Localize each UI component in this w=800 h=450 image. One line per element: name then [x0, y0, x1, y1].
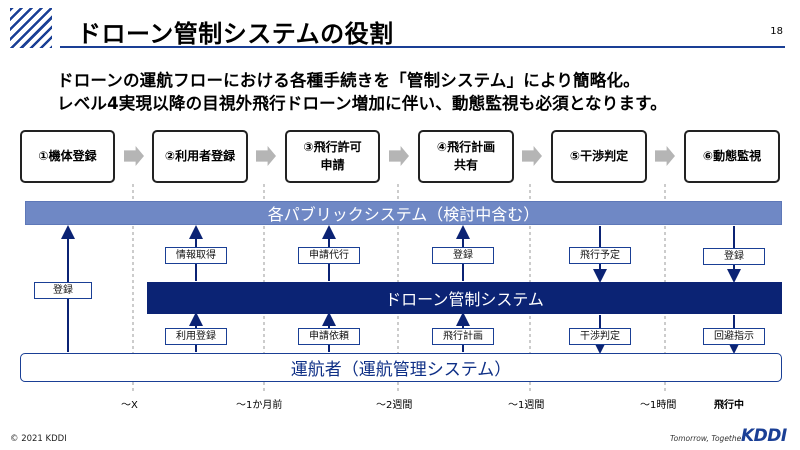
timeline-label: ～1時間 [640, 400, 677, 411]
timeline-label: ～1週間 [508, 400, 545, 411]
chevron-right-icon [256, 146, 276, 166]
label-avoidance-instruction: 回避指示 [703, 328, 765, 345]
subtitle-line-2: レベル4実現以降の目視外飛行ドローン増加に伴い、動態監視も必須となります。 [57, 94, 667, 113]
timeline-label: ～1か月前 [236, 400, 283, 411]
label-usage-registration: 利用登録 [165, 328, 227, 345]
drone-control-system-band: ドローン管制システム [147, 282, 782, 314]
timeline-label: ～X [121, 400, 138, 411]
chevron-right-icon [389, 146, 409, 166]
label-register-col4: 登録 [432, 247, 494, 264]
kddi-logo: KDDI [741, 426, 787, 446]
copyright: © 2021 KDDI [10, 434, 67, 444]
page-title: ドローン管制システムの役割 [77, 20, 394, 48]
step-user-registration: ②利用者登録 [152, 130, 248, 183]
label-interference-judgment: 干渉判定 [569, 328, 631, 345]
chevron-right-icon [124, 146, 144, 166]
header-decoration [10, 8, 52, 48]
page-number: 18 [770, 26, 783, 37]
chevron-right-icon [522, 146, 542, 166]
subtitle-line-1: ドローンの運航フローにおける各種手続きを「管制システム」により簡略化。 [57, 71, 640, 90]
label-application-proxy: 申請代行 [298, 247, 360, 264]
label-flight-plan: 飛行計画 [432, 328, 494, 345]
label-application-request: 申請依頼 [298, 328, 360, 345]
step-aircraft-registration: ①機体登録 [20, 130, 115, 183]
timeline-label: ～2週間 [376, 400, 413, 411]
tagline: Tomorrow, Together [670, 434, 745, 443]
label-register-col1: 登録 [34, 282, 92, 299]
step-dynamic-monitoring: ⑥動態監視 [684, 130, 780, 183]
public-systems-band: 各パブリックシステム（検討中含む） [25, 201, 782, 225]
title-underline [60, 46, 785, 48]
step-flight-plan-sharing: ④飛行計画 共有 [418, 130, 514, 183]
timeline-label-in-flight: 飛行中 [714, 400, 744, 411]
chevron-right-icon [655, 146, 675, 166]
step-interference-check: ⑤干渉判定 [551, 130, 647, 183]
label-flight-schedule: 飛行予定 [569, 247, 631, 264]
label-info-retrieval: 情報取得 [165, 247, 227, 264]
step-flight-permission: ③飛行許可 申請 [285, 130, 380, 183]
label-register-col6: 登録 [703, 248, 765, 265]
operator-band: 運航者（運航管理システム） [20, 353, 782, 382]
